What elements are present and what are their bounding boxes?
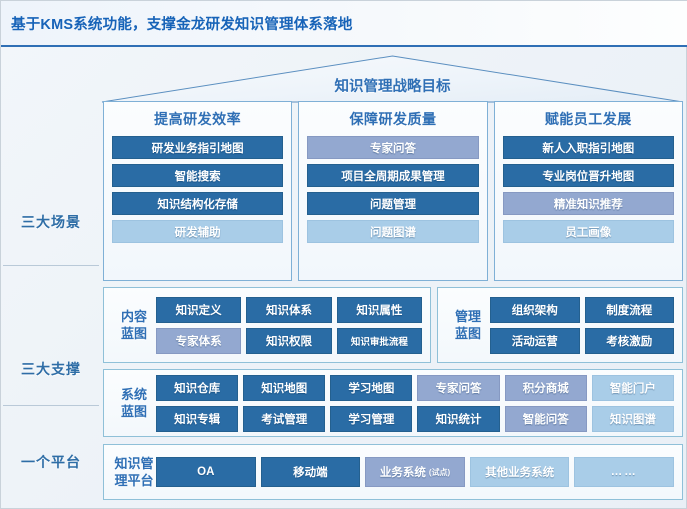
label-line-1: 内容 — [120, 309, 147, 324]
scene-column-employee: 赋能员工发展 新人入职指引地图 专业岗位晋升地图 精准知识推荐 员工画像 — [493, 101, 683, 281]
page-header: 基于KMS系统功能，支撑金龙研发知识管理体系落地 — [1, 1, 687, 47]
management-blueprint-grid: 组织架构 制度流程 活动运营 考核激励 — [490, 296, 674, 354]
scene-item[interactable]: 专业岗位晋升地图 — [502, 164, 674, 187]
system-blueprint-panel: 系统 蓝图 知识仓库 知识地图 学习地图 专家问答 积分商城 智能门户 知识专辑… — [103, 369, 683, 437]
scene-item[interactable]: 知识结构化存储 — [112, 192, 284, 215]
system-blueprint-item[interactable]: 学习地图 — [330, 374, 413, 401]
system-blueprint-row: 系统 蓝图 知识仓库 知识地图 学习地图 专家问答 积分商城 智能门户 知识专辑… — [103, 369, 683, 437]
scene-item[interactable]: 项目全周期成果管理 — [307, 164, 479, 187]
label-line-2: 蓝图 — [120, 326, 147, 341]
platform-item-other[interactable]: 其他业务系统 — [469, 457, 570, 487]
content-blueprint-item[interactable]: 知识审批流程 — [336, 327, 422, 354]
system-blueprint-item[interactable]: 知识统计 — [417, 405, 500, 432]
content-blueprint-item[interactable]: 知识体系 — [246, 296, 332, 323]
scene-item-list: 研发业务指引地图 智能搜索 知识结构化存储 研发辅助 — [112, 136, 284, 272]
platform-item-mobile[interactable]: 移动端 — [260, 457, 361, 487]
page-title: 基于KMS系统功能，支撑金龙研发知识管理体系落地 — [11, 16, 353, 33]
platform-item-business[interactable]: 业务系统 (试点) — [365, 457, 465, 487]
rail-label-supports: 三大支撑 — [21, 361, 81, 377]
scenes-row: 提高研发效率 研发业务指引地图 智能搜索 知识结构化存储 研发辅助 保障研发质量… — [103, 101, 683, 281]
system-blueprint-item[interactable]: 智能问答 — [504, 405, 587, 432]
scene-item[interactable]: 研发业务指引地图 — [112, 136, 284, 159]
content-blueprint-label: 内容 蓝图 — [112, 308, 156, 342]
management-blueprint-item[interactable]: 活动运营 — [490, 327, 580, 354]
scene-title: 保障研发质量 — [349, 111, 437, 127]
rail-label-platform: 一个平台 — [21, 454, 81, 470]
management-blueprint-item[interactable]: 考核激励 — [584, 327, 674, 354]
strategy-goal-title: 知识管理战略目标 — [334, 78, 451, 95]
platform-item-business-note: (试点) — [428, 467, 451, 477]
system-blueprint-label: 系统 蓝图 — [112, 386, 156, 420]
system-blueprint-grid: 知识仓库 知识地图 学习地图 专家问答 积分商城 智能门户 知识专辑 考试管理 … — [156, 374, 674, 432]
system-blueprint-item[interactable]: 知识专辑 — [156, 405, 239, 432]
content-blueprint-grid: 知识定义 知识体系 知识属性 专家体系 知识权限 知识审批流程 — [156, 296, 422, 354]
platform-panel: 知识管 理平台 OA 移动端 业务系统 (试点) 其他业务系统 …… — [103, 444, 683, 500]
scene-item[interactable]: 问题管理 — [307, 192, 479, 215]
label-line-2: 理平台 — [114, 473, 154, 488]
label-line-1: 知识管 — [114, 456, 154, 471]
management-blueprint-label: 管理 蓝图 — [446, 308, 490, 342]
system-blueprint-item[interactable]: 专家问答 — [417, 374, 500, 401]
rail-divider-1 — [3, 265, 99, 266]
platform-item-more[interactable]: …… — [574, 457, 674, 487]
label-line-2: 蓝图 — [120, 404, 147, 419]
platform-item-oa[interactable]: OA — [156, 457, 256, 487]
platform-grid: OA 移动端 业务系统 (试点) 其他业务系统 …… — [156, 457, 674, 487]
system-blueprint-item[interactable]: 知识地图 — [243, 374, 326, 401]
content-blueprint-item[interactable]: 专家体系 — [156, 327, 242, 354]
scene-column-efficiency: 提高研发效率 研发业务指引地图 智能搜索 知识结构化存储 研发辅助 — [103, 101, 293, 281]
scene-item[interactable]: 智能搜索 — [112, 164, 284, 187]
scene-item-list: 专家问答 项目全周期成果管理 问题管理 问题图谱 — [307, 136, 479, 272]
system-blueprint-item[interactable]: 知识图谱 — [591, 405, 674, 432]
scene-item[interactable]: 精准知识推荐 — [502, 192, 674, 215]
content-blueprint-panel: 内容 蓝图 知识定义 知识体系 知识属性 专家体系 知识权限 知识审批流程 — [103, 287, 431, 363]
scene-item[interactable]: 员工画像 — [502, 220, 674, 243]
content-blueprint-item[interactable]: 知识权限 — [246, 327, 332, 354]
scene-title: 赋能员工发展 — [544, 111, 632, 127]
management-blueprint-item[interactable]: 制度流程 — [584, 296, 674, 323]
scene-title: 提高研发效率 — [154, 111, 242, 127]
platform-row: 知识管 理平台 OA 移动端 业务系统 (试点) 其他业务系统 …… — [103, 444, 683, 500]
scene-column-quality: 保障研发质量 专家问答 项目全周期成果管理 问题管理 问题图谱 — [298, 101, 488, 281]
platform-item-business-label: 业务系统 — [379, 467, 426, 479]
strategy-roof: 知识管理战略目标 — [101, 55, 684, 103]
label-line-1: 管理 — [454, 309, 481, 324]
rail-label-scenes: 三大场景 — [21, 214, 81, 230]
content-blueprint-item[interactable]: 知识定义 — [156, 296, 242, 323]
management-blueprint-panel: 管理 蓝图 组织架构 制度流程 活动运营 考核激励 — [437, 287, 683, 363]
system-blueprint-item[interactable]: 知识仓库 — [156, 374, 239, 401]
label-line-2: 蓝图 — [454, 326, 481, 341]
scene-item[interactable]: 专家问答 — [307, 136, 479, 159]
system-blueprint-item[interactable]: 智能门户 — [591, 374, 674, 401]
label-line-1: 系统 — [120, 387, 147, 402]
rail-divider-2 — [3, 405, 99, 406]
system-blueprint-item[interactable]: 考试管理 — [243, 405, 326, 432]
scene-item[interactable]: 研发辅助 — [112, 220, 284, 243]
scene-item-list: 新人入职指引地图 专业岗位晋升地图 精准知识推荐 员工画像 — [502, 136, 674, 272]
content-blueprint-item[interactable]: 知识属性 — [336, 296, 422, 323]
scene-item[interactable]: 问题图谱 — [307, 220, 479, 243]
scene-item[interactable]: 新人入职指引地图 — [502, 136, 674, 159]
system-blueprint-item[interactable]: 学习管理 — [330, 405, 413, 432]
platform-label: 知识管 理平台 — [112, 455, 156, 489]
system-blueprint-item[interactable]: 积分商城 — [504, 374, 587, 401]
left-rail: 三大场景 三大支撑 一个平台 — [1, 47, 101, 509]
blueprint-row: 内容 蓝图 知识定义 知识体系 知识属性 专家体系 知识权限 知识审批流程 管理… — [103, 287, 683, 363]
management-blueprint-item[interactable]: 组织架构 — [490, 296, 580, 323]
